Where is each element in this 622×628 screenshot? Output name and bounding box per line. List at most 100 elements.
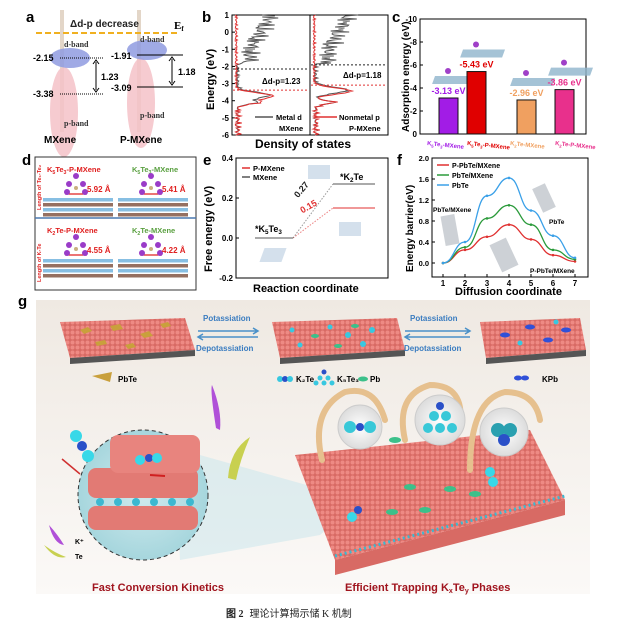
pmxene-gap: 1.18	[178, 67, 196, 77]
pmxene-p-center: -3.09	[111, 83, 132, 93]
sheet-kpb-mxene	[480, 318, 586, 364]
k2te-atoms	[344, 421, 376, 433]
axis-k-te: Length of K-Te	[37, 244, 43, 282]
mxene-d-center: -2.15	[33, 53, 54, 63]
structure-K2Te-MXene	[118, 234, 188, 278]
plot-frame	[431, 157, 589, 278]
data-point	[529, 209, 533, 212]
data-point	[485, 194, 489, 198]
bar-value-label: -3.86 eV	[547, 78, 581, 88]
cell-title: K5Te3-P-MXene	[47, 165, 101, 176]
x-tick-label: 4	[507, 279, 512, 288]
y-tick-label: 0	[225, 28, 230, 37]
category-label: K2Te-MXene	[510, 141, 546, 152]
cell-title: K2Te-P-MXene	[47, 226, 98, 237]
fermi-label: Ef	[174, 20, 184, 33]
dos-nonmetal-p-MXene	[233, 14, 275, 136]
annotation-pmxene: Δd-p=1.18	[343, 71, 382, 80]
data-point	[551, 248, 555, 252]
subplot-name-pmxene: P-MXene	[349, 124, 381, 133]
adsorption-structure	[548, 67, 594, 76]
category-label: K5Te3-MXene	[427, 141, 465, 152]
y-tick-label: 0.4	[419, 238, 430, 247]
y-tick-label: -3	[222, 80, 230, 89]
pmxene-d-band-label: d-band	[140, 35, 165, 44]
y-tick-label: -1	[222, 45, 230, 54]
adsorption-structure	[460, 49, 506, 58]
panel-g: g Potassiation Depotassiation P	[18, 293, 590, 595]
bond-length: 4.55 Å	[87, 246, 111, 255]
panel-a: a Δd-p decrease Ef d-band p-band -2.15 -…	[26, 9, 196, 157]
k-atom	[473, 41, 479, 48]
y-tick-label: 2.0	[419, 154, 429, 163]
bar-K2Te-MXene	[516, 99, 537, 135]
x-tick-label: 3	[485, 279, 490, 288]
mxene-label: MXene	[44, 135, 77, 146]
bar-value-label: -2.96 eV	[509, 88, 543, 98]
adsorption-structure	[510, 77, 556, 86]
k2te-structure	[308, 165, 330, 179]
arrowheads	[168, 56, 176, 86]
bond-length: 5.92 Å	[87, 185, 111, 194]
y-tick-label: -2	[222, 62, 230, 71]
panel-e: e Free energy (eV) Reaction coordinate 0…	[203, 152, 389, 295]
data-point	[463, 240, 467, 244]
y-axis-label: Energy (eV)	[205, 49, 217, 110]
caption-fast-conversion: Fast Conversion Kinetics	[92, 582, 224, 594]
structure-K5Te3-MXene	[118, 173, 188, 217]
legend-P-PbTe/MXene: P-PbTe/MXene	[452, 163, 500, 170]
x-tick-label: 5	[529, 279, 534, 288]
cell-title: K5Te3-MXene	[132, 165, 178, 176]
x-axis-label: Diffusion coordinate	[455, 286, 562, 298]
arrowheads	[92, 59, 100, 93]
data-point	[573, 256, 577, 260]
cell-title: K2Te-MXene	[132, 226, 175, 237]
barrier-pmxene: 0.15	[298, 198, 318, 215]
y-tick-label: -2	[410, 107, 418, 116]
pbte-icon	[92, 372, 112, 382]
legend-k5te3: K₅Te₃	[337, 375, 359, 384]
pmxene-label: P-MXene	[120, 135, 163, 146]
y-tick-label: 0.2	[222, 194, 234, 203]
kpb-atoms	[491, 423, 517, 446]
incoming-arrow	[61, 458, 81, 475]
potassiation-label-2: Potassiation	[410, 314, 458, 323]
pb-icon	[358, 376, 368, 382]
pmxene-d-center: -1.91	[111, 51, 132, 61]
panel-f: f Energy barrier(eV) Diffusion coordinat…	[397, 152, 589, 298]
panel-label-e: e	[203, 152, 211, 169]
legend-PbTe/MXene: PbTe/MXene	[452, 173, 493, 180]
depotassiation-label-2: Depotassiation	[404, 344, 461, 353]
te-legend-icon	[44, 545, 66, 558]
y-tick-label: 0.0	[419, 259, 429, 268]
bar-K5Te3-MXene	[438, 97, 459, 135]
x-tick-label: 1	[441, 279, 446, 288]
transition-P-MXene	[292, 207, 334, 239]
x-tick-label: 7	[573, 279, 578, 288]
k5te3-icon	[313, 369, 335, 386]
k-atom	[561, 59, 567, 66]
caption-efficient-trapping: Efficient Trapping KxTey Phases	[345, 582, 510, 595]
pmxene-p-band-label: p-band	[140, 111, 165, 120]
annotation-p-pbte-mxene: P-PbTe/MXene	[530, 268, 575, 275]
y-axis-label: Energy barrier(eV)	[405, 185, 416, 272]
k-ion-icon	[211, 385, 221, 430]
legend-pb: Pb	[370, 375, 380, 384]
te-icon	[228, 437, 250, 480]
y-tick-label: 1	[225, 11, 230, 20]
y-tick-label: 0	[413, 130, 418, 139]
plot-frame	[419, 18, 587, 135]
panel-label-c: c	[392, 9, 400, 26]
potassiation-arrows-2: Potassiation Depotassiation	[403, 314, 472, 353]
delta-dp-title: Δd-p decrease	[70, 19, 139, 30]
bar-K2Te-P-MXene	[554, 89, 575, 135]
legend-pbte: PbTe	[118, 375, 138, 384]
bar-value-label: -5.43 eV	[459, 60, 493, 70]
panel-d-frame	[34, 156, 197, 291]
k2te-icon	[277, 376, 293, 382]
mxene-p-band	[50, 67, 78, 157]
lens-lattice	[88, 435, 200, 530]
subplot-name-mxene: MXene	[279, 124, 303, 133]
depotassiation-label-1: Depotassiation	[196, 344, 253, 353]
panel-label-f: f	[397, 152, 403, 169]
